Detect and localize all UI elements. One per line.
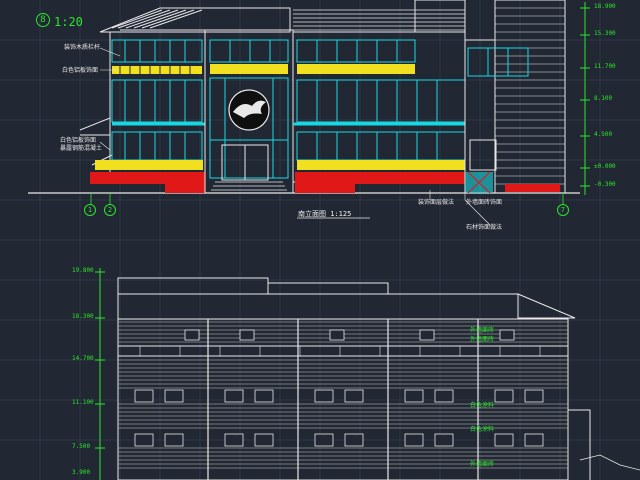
- upper-left-note-3: 白色铝板饰面: [60, 137, 97, 144]
- lower-right-note-1: 外墙面砖: [470, 327, 495, 334]
- upper-elev-7: -0.300: [594, 181, 616, 188]
- upper-elev-1: 18.900: [594, 3, 616, 10]
- upper-bottom-note-2: 外墙面砖饰面: [466, 199, 503, 206]
- axis-mark-1: 1: [84, 204, 96, 216]
- upper-bottom-note-1: 装饰面层做法: [418, 199, 455, 206]
- upper-left-note-4: 暴露钢筋混凝土: [60, 145, 103, 152]
- axis-mark-2: 2: [104, 204, 116, 216]
- upper-elev-6: ±0.000: [594, 163, 616, 170]
- axis-mark-7: 7: [557, 204, 569, 216]
- upper-bottom-note-3: 石材饰面做法: [466, 224, 503, 231]
- lower-right-note-4: 白色涂料: [470, 426, 495, 433]
- upper-left-note-2: 白色铝板饰面: [62, 67, 99, 74]
- brand-logo-emblem: [228, 89, 270, 131]
- lower-elev-4: 11.100: [72, 399, 94, 406]
- detail-circle-label: 8: [36, 13, 50, 27]
- upper-elev-3: 11.700: [594, 63, 616, 70]
- lower-elev-3: 14.700: [72, 355, 94, 362]
- upper-elev-5: 4.500: [594, 131, 613, 138]
- lower-right-note-5: 外墙面砖: [470, 461, 495, 468]
- lower-elev-6: 3.900: [72, 469, 91, 476]
- lower-elev-5: 7.500: [72, 443, 91, 450]
- upper-elev-2: 15.300: [594, 30, 616, 37]
- upper-elevation: [28, 0, 590, 226]
- detail-scale-label: 1:20: [54, 15, 83, 29]
- lower-right-note-2: 外墙面砖: [470, 336, 495, 343]
- upper-left-note-1: 装饰木质栏杆: [64, 44, 101, 51]
- lower-right-note-3: 白色涂料: [470, 402, 495, 409]
- lower-elev-1: 19.800: [72, 267, 94, 274]
- lower-elev-2: 18.300: [72, 313, 94, 320]
- upper-elev-4: 8.100: [594, 95, 613, 102]
- upper-drawing-title: 南立面图 1:125: [298, 210, 352, 218]
- lower-elevation: [95, 268, 640, 480]
